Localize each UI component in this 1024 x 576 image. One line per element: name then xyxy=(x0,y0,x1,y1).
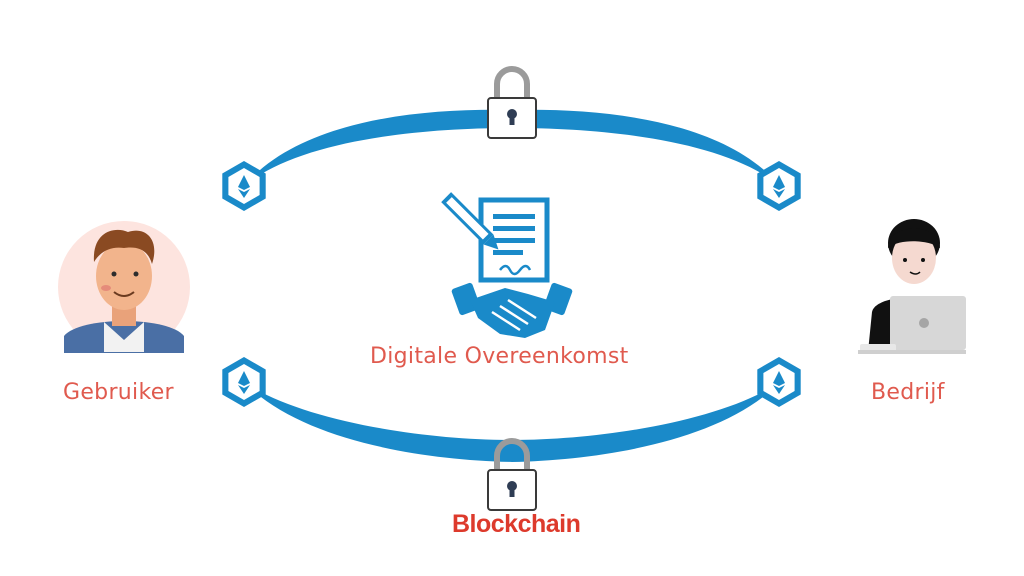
contract-handshake-icon xyxy=(441,192,573,338)
ethereum-node-top-left-icon xyxy=(222,161,266,211)
padlock-top-icon xyxy=(488,69,536,138)
bottom-chain-arc xyxy=(244,382,780,462)
user-label: Gebruiker xyxy=(63,380,174,405)
company-person-icon xyxy=(858,219,966,354)
ethereum-node-bottom-left-icon xyxy=(222,357,266,407)
blockchain-label: Blockchain xyxy=(452,510,581,538)
ethereum-node-top-right-icon xyxy=(757,161,801,211)
user-avatar xyxy=(58,221,190,353)
company-label: Bedrijf xyxy=(871,380,945,405)
ethereum-node-bottom-right-icon xyxy=(757,357,801,407)
agreement-label: Digitale Overeenkomst xyxy=(370,344,629,369)
top-chain-arc xyxy=(244,109,780,186)
